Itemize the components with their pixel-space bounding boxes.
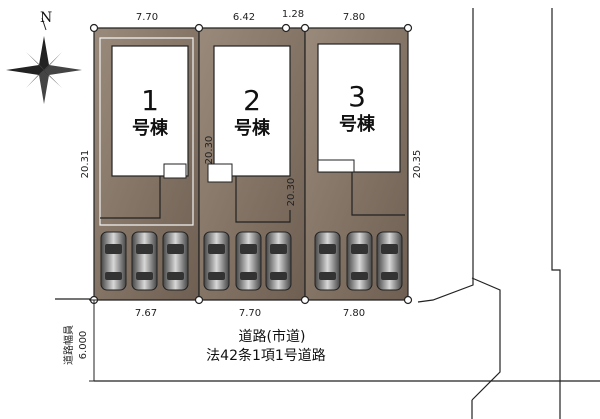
- boundary-marker: [89, 23, 99, 33]
- building-2-kind: 号棟: [234, 117, 271, 139]
- dim-mid-side-23: 20.30: [286, 178, 297, 207]
- building-3-footprint: [317, 43, 401, 173]
- road-width-indicator: [89, 299, 99, 382]
- parked-car-icon: [346, 231, 373, 291]
- far-east-boundary-line: [551, 8, 561, 419]
- building-2-footprint: [213, 45, 291, 177]
- entrance-steps-icon: [163, 163, 187, 179]
- boundary-marker: [403, 23, 413, 33]
- building-3-number: 3: [348, 80, 366, 113]
- dim-top-lot3: 7.80: [343, 12, 365, 23]
- parked-car-icon: [131, 231, 158, 291]
- boundary-marker: [403, 295, 413, 305]
- north-label: N: [40, 10, 52, 26]
- dim-top-lot1: 7.70: [136, 12, 158, 23]
- parked-car-icon: [203, 231, 230, 291]
- parked-car-icon: [314, 231, 341, 291]
- parked-car-icon: [235, 231, 262, 291]
- east-boundary-line: [417, 8, 474, 303]
- dim-right-side: 20.35: [412, 150, 423, 179]
- building-1-footprint: [111, 45, 189, 177]
- building-2-number: 2: [243, 84, 261, 117]
- entrance-steps-icon: [317, 159, 355, 173]
- compass-rose-icon: [6, 17, 82, 104]
- boundary-marker: [281, 23, 291, 33]
- parking-cars: [100, 231, 403, 291]
- road-width-value: 6.000: [78, 331, 89, 360]
- road-name: 道路(市道): [239, 328, 306, 345]
- parked-car-icon: [376, 231, 403, 291]
- dim-mid-side-12: 20.30: [204, 136, 215, 165]
- dim-left-side: 20.31: [80, 150, 91, 179]
- parked-car-icon: [265, 231, 292, 291]
- road-width-label: 道路幅員: [62, 325, 75, 365]
- road-legal-class: 法42条1項1号道路: [206, 347, 326, 364]
- dim-bottom-lot1: 7.67: [135, 308, 157, 319]
- boundary-marker: [194, 295, 204, 305]
- building-1-number: 1: [141, 84, 159, 117]
- parked-car-icon: [162, 231, 189, 291]
- dim-top-lot2: 6.42: [233, 12, 255, 23]
- east-road-edge: [471, 277, 501, 401]
- building-3-kind: 号棟: [339, 113, 376, 135]
- dim-bottom-lot3: 7.80: [343, 308, 365, 319]
- dim-top-gap: 1.28: [282, 9, 304, 20]
- entrance-steps-icon: [207, 163, 233, 183]
- building-1-kind: 号棟: [132, 117, 169, 139]
- dim-bottom-lot2: 7.70: [239, 308, 261, 319]
- boundary-marker: [300, 23, 310, 33]
- boundary-marker: [194, 23, 204, 33]
- surrounding-boundaries: [55, 8, 600, 419]
- boundary-markers: [89, 23, 413, 305]
- parked-car-icon: [100, 231, 127, 291]
- boundary-marker: [300, 295, 310, 305]
